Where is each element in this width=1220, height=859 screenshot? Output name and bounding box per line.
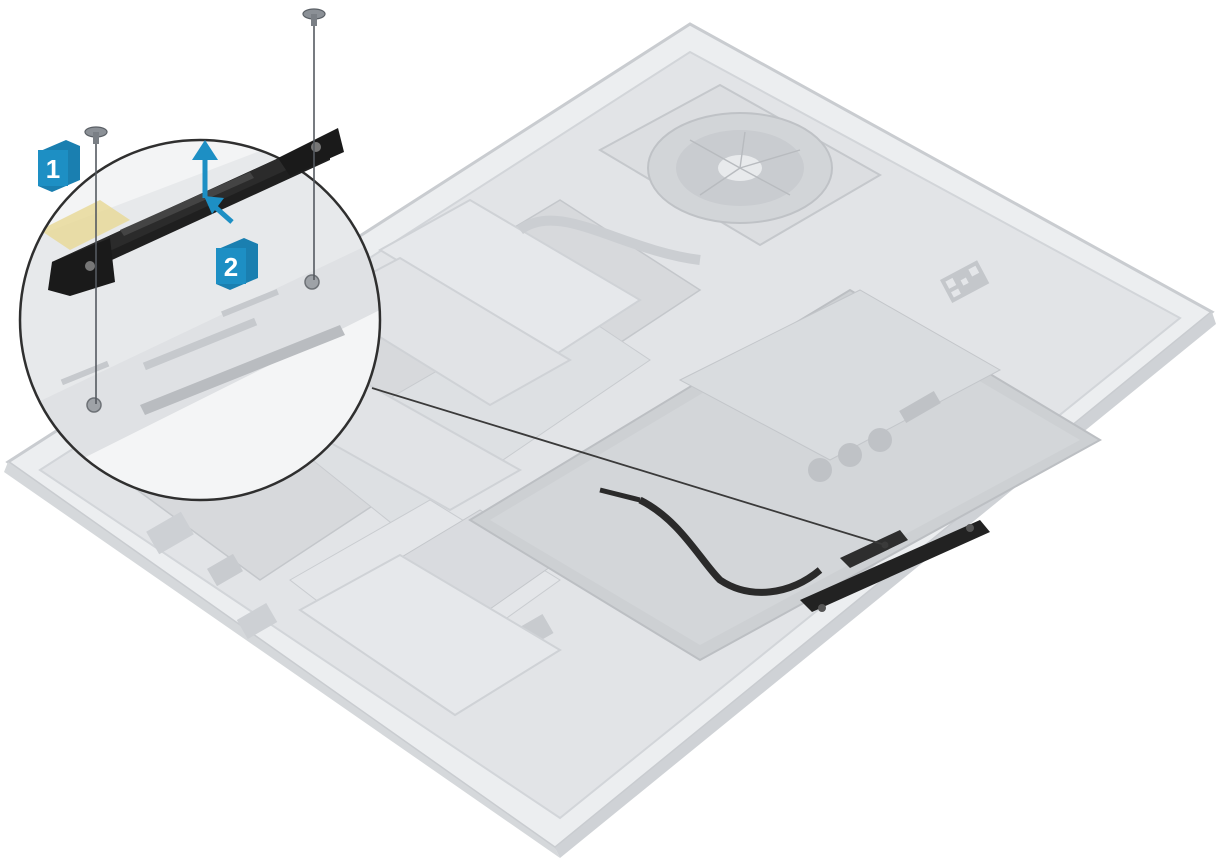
zoom-callout <box>18 138 382 502</box>
lift-arrow <box>192 140 218 198</box>
slide-arrow <box>204 196 234 224</box>
screw-right <box>302 8 326 280</box>
bracket-installed <box>800 520 990 612</box>
chassis-side-edge <box>4 462 560 858</box>
arrow-diagonal-icon <box>204 196 224 214</box>
screw-left <box>84 126 108 404</box>
screw-hole <box>86 397 102 413</box>
battery <box>468 260 1103 662</box>
cooling-fan <box>517 83 883 265</box>
step-number: 1 <box>46 154 60 184</box>
flex-cable <box>599 487 823 596</box>
screw-hole <box>304 274 320 290</box>
qr-code <box>940 260 990 303</box>
step-badge-1: 1 <box>38 140 80 192</box>
arrow-up-icon <box>192 140 218 160</box>
step-number: 2 <box>224 252 238 282</box>
ssd-shield <box>287 198 642 717</box>
bracket-lifted <box>48 128 344 296</box>
callout-leader-line <box>371 387 886 546</box>
step-badge-2: 2 <box>216 238 258 290</box>
